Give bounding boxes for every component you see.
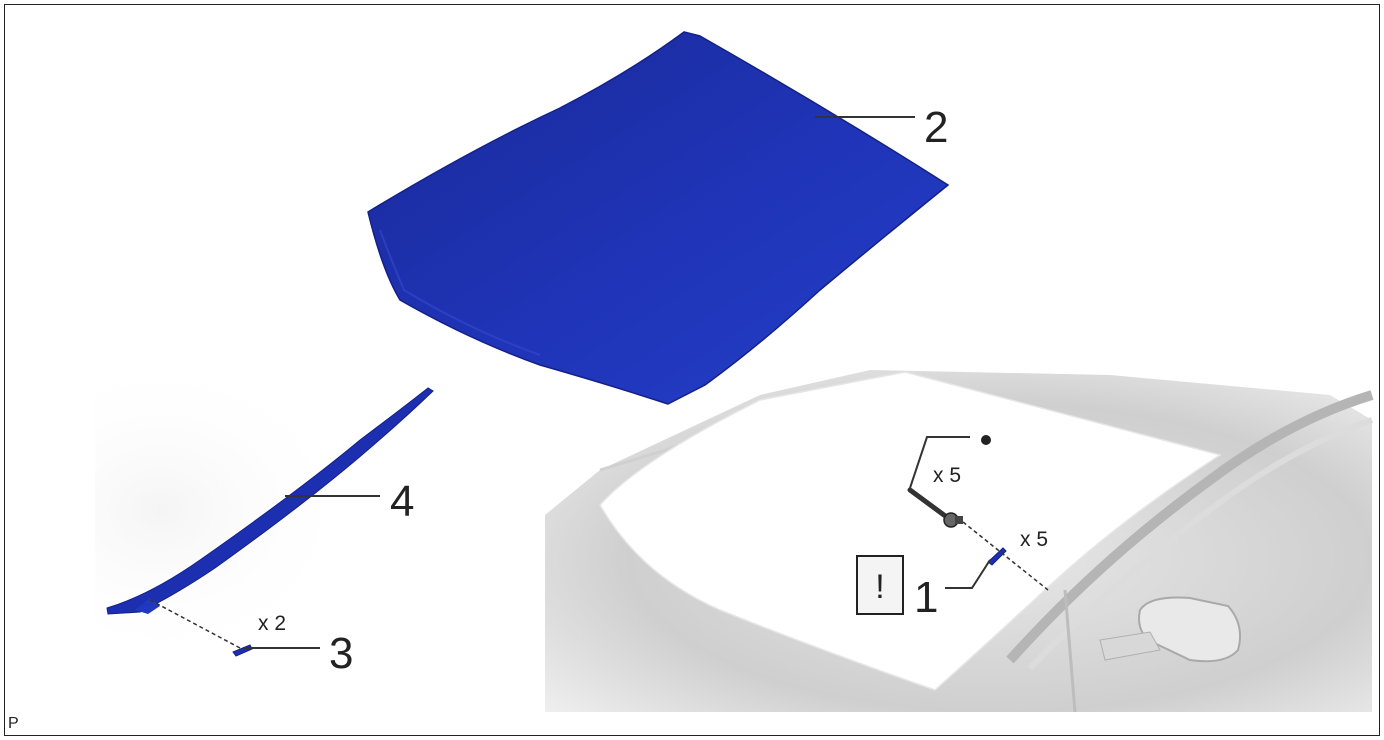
caution-icon: ! <box>875 568 884 606</box>
molding-part-4 <box>106 387 434 615</box>
assembly-line-clip-3 <box>149 599 241 649</box>
clip-part-3 <box>232 644 253 657</box>
caution-box <box>856 555 904 615</box>
roof-panel-part-2 <box>367 31 950 405</box>
callout-2: 2 <box>924 103 948 152</box>
bolt <box>907 487 963 528</box>
figure-code: P <box>8 715 19 732</box>
leader-lines <box>243 116 991 649</box>
callout-1: 1 <box>914 573 938 622</box>
roof-opening <box>599 371 1222 691</box>
quantity-clips-1: x 5 <box>1020 528 1048 551</box>
callout-4: 4 <box>390 477 414 526</box>
clip-part-1 <box>987 547 1007 566</box>
quantity-bolts: x 5 <box>933 464 961 487</box>
bullet-dot-icon <box>981 435 991 445</box>
callout-3: 3 <box>329 629 353 678</box>
quantity-clips-3: x 2 <box>258 612 286 635</box>
